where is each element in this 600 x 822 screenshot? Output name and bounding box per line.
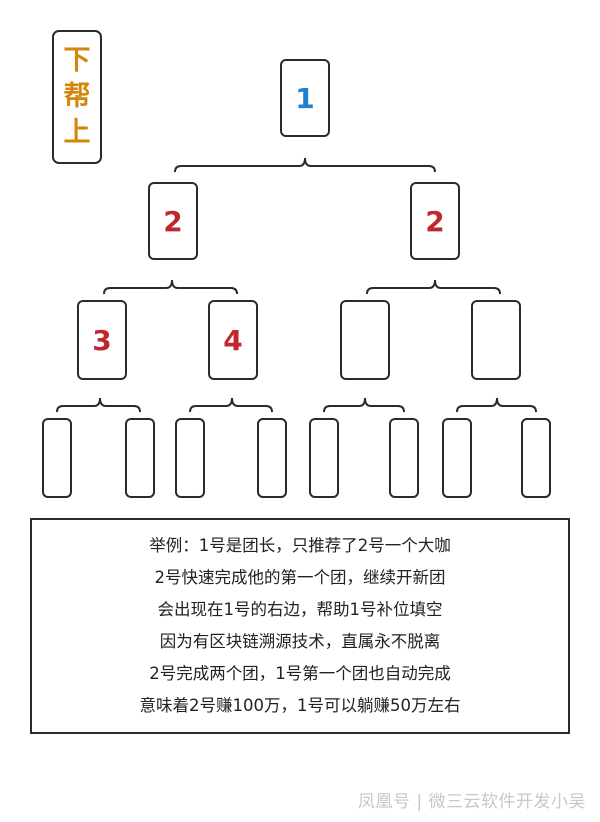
leaf-7 [442, 418, 472, 498]
leaf-6 [389, 418, 419, 498]
bracket-connectors [56, 157, 537, 413]
leaf-4 [257, 418, 287, 498]
node-3-label: 3 [92, 323, 112, 357]
leaf-1 [42, 418, 72, 498]
explanation-line-4: 因为有区块链溯源技术，直属永不脱离 [159, 632, 441, 651]
explanation-line-5: 2号完成两个团，1号第一个团也自动完成 [149, 664, 451, 683]
leaf-3 [175, 418, 205, 498]
bracket-connector-6 [323, 397, 405, 413]
bracket-connector-3 [366, 279, 501, 295]
leaf-2 [125, 418, 155, 498]
explanation-box: 举例：1号是团长，只推荐了2号一个大咖 2号快速完成他的第一个团，继续开新团 会… [30, 518, 570, 734]
leaf-8 [521, 418, 551, 498]
bracket-connector-5 [189, 397, 273, 413]
watermark: 凤凰号 | 微三云软件开发小吴 [357, 792, 586, 812]
explanation-line-6: 意味着2号赚100万，1号可以躺赚50万左右 [139, 696, 461, 715]
node-2-right: 2 [410, 182, 460, 260]
bracket-connector-7 [456, 397, 537, 413]
title-char-2: 帮 [63, 81, 91, 112]
title-box: 下 帮 上 [52, 30, 102, 164]
node-2-left-label: 2 [163, 204, 183, 238]
leaf-5 [309, 418, 339, 498]
title-char-1: 下 [63, 45, 91, 76]
explanation-line-3: 会出现在1号的右边，帮助1号补位填空 [157, 600, 443, 619]
node-empty-l3-3 [340, 300, 390, 380]
bracket-connector-2 [103, 279, 238, 295]
node-2-right-label: 2 [425, 204, 445, 238]
node-empty-l3-4 [471, 300, 521, 380]
node-4-label: 4 [223, 323, 243, 357]
bracket-connector-4 [56, 397, 141, 413]
node-4: 4 [208, 300, 258, 380]
node-1-label: 1 [295, 81, 315, 115]
title-char-3: 上 [63, 117, 91, 148]
node-2-left: 2 [148, 182, 198, 260]
explanation-line-1: 举例：1号是团长，只推荐了2号一个大咖 [149, 536, 451, 555]
bracket-connector-1 [174, 157, 436, 173]
node-3: 3 [77, 300, 127, 380]
explanation-line-2: 2号快速完成他的第一个团，继续开新团 [154, 568, 446, 587]
node-1: 1 [280, 59, 330, 137]
